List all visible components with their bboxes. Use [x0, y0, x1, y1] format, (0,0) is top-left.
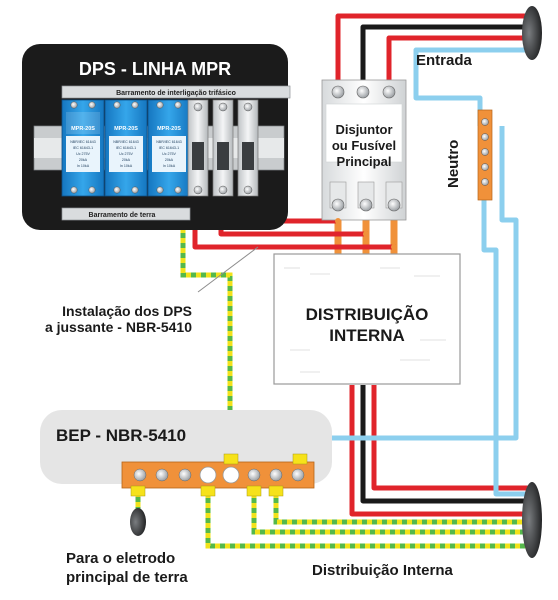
- installation-pointer: [197, 246, 259, 293]
- top-bus-label: Barramento de interligação trifásico: [116, 90, 236, 97]
- entry-black-wire: [360, 24, 530, 86]
- entrada-label: Entrada: [416, 52, 473, 69]
- dps-disconnector-1: [187, 99, 209, 197]
- entry-red-wire: [335, 13, 530, 86]
- breaker-label-line-1: Disjuntor: [335, 122, 392, 137]
- distribution-title-line-2: INTERNA: [329, 326, 405, 345]
- dps-module-1-spec-1: NBR/IEC 61643: [70, 140, 96, 144]
- dps-module-3-spec-2: IEC 61643-1: [159, 146, 179, 150]
- dps-module-2-brand: MPR-20S: [114, 126, 138, 132]
- bep-terminal-2: [155, 468, 169, 482]
- dps-module-2-spec-2: IEC 61643-1: [116, 146, 136, 150]
- breaker-label-line-2: ou Fusível: [332, 138, 396, 153]
- bep-terminal-8: [291, 468, 305, 482]
- dps-panel-title: DPS - LINHA MPR: [79, 59, 231, 79]
- dps-module-3-spec-4: 20kA: [165, 158, 174, 162]
- bep-terminal-4: [199, 466, 217, 484]
- bottom-bus-label: Barramento de terra: [89, 212, 156, 219]
- entry-red-wire-2: [386, 35, 530, 86]
- distribution-bottom-label: Distribuição Interna: [312, 562, 454, 579]
- dps-module-3-spec-3: Uc 275V: [162, 152, 176, 156]
- breaker-top-screw-2: [356, 85, 370, 99]
- dps-module-2-spec-4: 20kA: [122, 158, 131, 162]
- earth-label-line-1: Para o eletrodo: [66, 550, 175, 567]
- installation-label-line-1: Instalação dos DPS: [62, 303, 192, 319]
- junction-dot-3: [391, 244, 397, 250]
- bep-busbar: [121, 461, 315, 489]
- bep-terminal-7: [269, 468, 283, 482]
- junction-dot-1: [335, 218, 341, 224]
- bep-area: BEP - NBR-5410: [40, 410, 332, 497]
- exit-conduit: [522, 482, 542, 558]
- dps-module-2: MPR-20S NBR/IEC 61643 IEC 61643-1 Uc 275…: [104, 99, 148, 197]
- earth-wires: [135, 198, 530, 549]
- breaker-bottom-screw-3: [387, 198, 401, 212]
- entry-neutral-wire: [413, 47, 530, 126]
- bep-terminal-5: [222, 466, 240, 484]
- neutro-label: Neutro: [445, 140, 462, 188]
- dps-module-3-brand: MPR-20S: [157, 126, 181, 132]
- dps-disconnector-2: [212, 99, 234, 197]
- dps-module-2-spec-5: In 10kA: [120, 164, 133, 168]
- dps-module-1-brand: MPR-20S: [71, 126, 95, 132]
- neutral-bar-to-out: [481, 194, 530, 497]
- dps-panel: DPS - LINHA MPR Barramento de interligaç…: [22, 44, 291, 230]
- dps-module-1-spec-2: IEC 61643-1: [73, 146, 93, 150]
- breaker-bottom-screw-2: [359, 198, 373, 212]
- dps-module-2-spec-3: Uc 275V: [119, 152, 133, 156]
- dps-disconnector-3: [237, 99, 259, 197]
- bep-label: BEP - NBR-5410: [56, 426, 186, 445]
- earth-electrode: [130, 508, 146, 536]
- breaker-top-screw-1: [331, 85, 345, 99]
- breaker-bottom-screw-1: [331, 198, 345, 212]
- out-black-wire: [360, 385, 530, 504]
- breaker-label-line-3: Principal: [337, 154, 392, 169]
- main-breaker: Disjuntor ou Fusível Principal: [321, 79, 407, 221]
- bep-terminal-3: [178, 468, 192, 482]
- dps-module-1-spec-5: In 10kA: [77, 164, 90, 168]
- earth-label-line-2: principal de terra: [66, 569, 188, 586]
- dps-module-1-spec-3: Uc 275V: [76, 152, 90, 156]
- bep-pe-wire-3: [273, 493, 530, 525]
- entry-conduit: [522, 6, 542, 60]
- distribution-title-line-1: DISTRIBUIÇÃO: [306, 304, 429, 324]
- bep-terminal-6: [247, 468, 261, 482]
- dps-module-2-spec-1: NBR/IEC 61643: [113, 140, 139, 144]
- dps-module-1: MPR-20S NBR/IEC 61643 IEC 61643-1 Uc 275…: [61, 99, 105, 197]
- out-red-wire-2: [371, 385, 530, 491]
- bottom-earth-bus: [61, 207, 191, 221]
- top-interconnection-bus: [61, 85, 291, 99]
- junction-dot-2: [363, 231, 369, 237]
- dps-module-3-spec-1: NBR/IEC 61643: [156, 140, 182, 144]
- installation-label-line-2: a jussante - NBR-5410: [45, 319, 192, 335]
- dps-module-3-spec-5: In 10kA: [163, 164, 176, 168]
- internal-distribution-box: DISTRIBUIÇÃO INTERNA: [273, 253, 461, 385]
- dps-module-1-spec-4: 20kA: [79, 158, 88, 162]
- breaker-top-screw-3: [382, 85, 396, 99]
- out-red-wire: [349, 385, 530, 517]
- dps-module-3: MPR-20S NBR/IEC 61643 IEC 61643-1 Uc 275…: [147, 99, 191, 197]
- neutral-bar: [477, 109, 493, 201]
- bep-terminal-1: [133, 468, 147, 482]
